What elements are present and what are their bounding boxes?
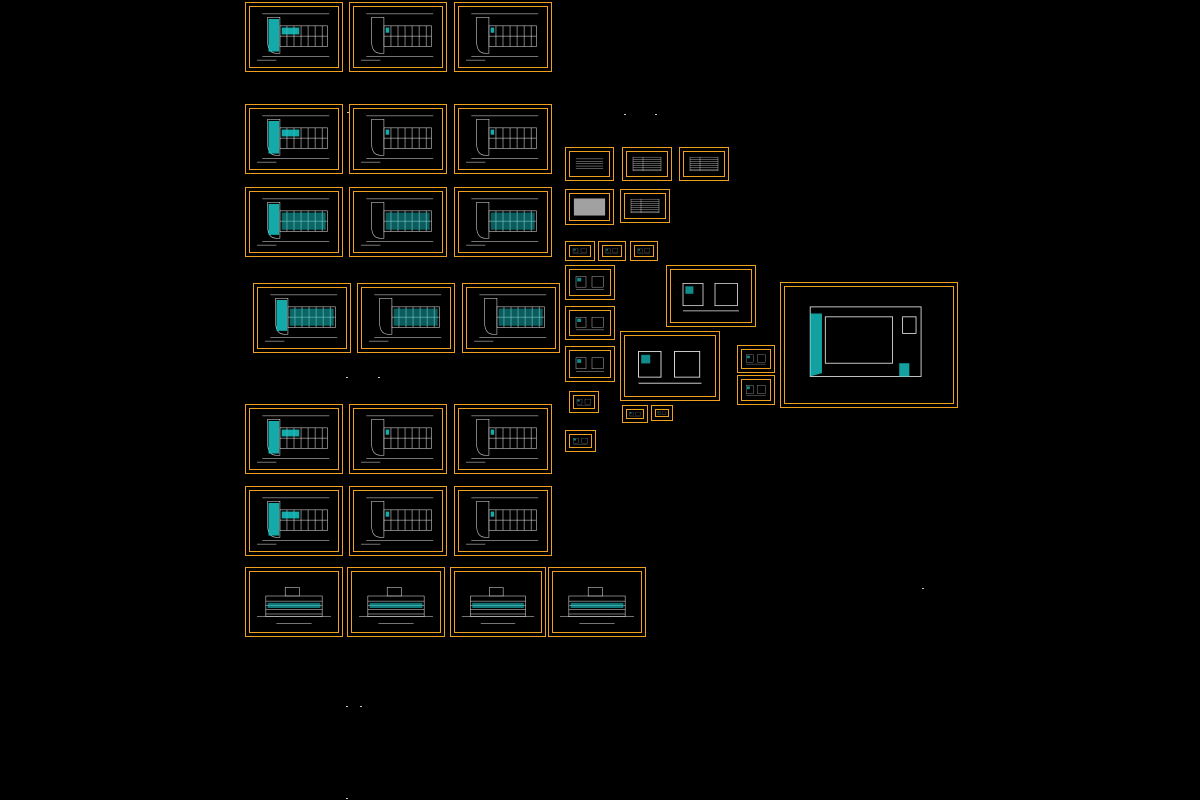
detail-sheet-1[interactable] <box>565 147 614 181</box>
floor-plan-sheet-r1-c1[interactable] <box>245 2 343 72</box>
floor-plan-sheet-r2-c1-drawing <box>257 115 330 163</box>
detail-sheet-14-drawing <box>746 354 766 365</box>
floor-plan-sheet-r2-c2-drawing <box>361 115 434 163</box>
floor-plan-sheet-r6-c3-drawing <box>466 497 539 545</box>
detail-sheet-17[interactable] <box>622 405 648 423</box>
stray-point-1 <box>347 112 349 113</box>
stray-point-5 <box>378 377 380 378</box>
elevation-sheet-1-drawing <box>257 587 331 624</box>
detail-sheet-10-drawing <box>682 283 739 312</box>
floor-plan-sheet-r4-c1-drawing <box>265 294 338 342</box>
detail-sheet-19[interactable] <box>565 430 596 452</box>
detail-sheet-9[interactable] <box>565 265 615 300</box>
floor-plan-sheet-r4-c2-drawing <box>369 294 442 342</box>
floor-plan-sheet-r3-c1-drawing <box>257 198 330 246</box>
floor-plan-sheet-r1-c3-drawing <box>466 13 539 61</box>
floor-plan-sheet-r5-c1-drawing <box>257 415 330 463</box>
detail-sheet-17-drawing <box>629 412 641 417</box>
detail-sheet-13[interactable] <box>565 346 615 382</box>
detail-sheet-10[interactable] <box>666 265 756 327</box>
floor-plan-sheet-r2-c2[interactable] <box>349 104 447 174</box>
detail-sheet-16-drawing <box>576 399 591 406</box>
stray-point-6 <box>346 706 348 707</box>
stray-point-4 <box>346 377 348 378</box>
detail-sheet-18-drawing <box>657 411 667 415</box>
floor-plan-sheet-r6-c2[interactable] <box>349 486 447 556</box>
floor-plan-sheet-r1-c2[interactable] <box>349 2 447 72</box>
floor-plan-sheet-r6-c1-drawing <box>257 497 330 545</box>
floor-plan-sheet-r3-c3[interactable] <box>454 187 552 257</box>
detail-sheet-16[interactable] <box>569 391 599 413</box>
floor-plan-sheet-r6-c1[interactable] <box>245 486 343 556</box>
floor-plan-sheet-r6-c2-drawing <box>361 497 434 545</box>
stray-point-7 <box>360 706 362 707</box>
floor-plan-sheet-r5-c3[interactable] <box>454 404 552 474</box>
floor-plan-sheet-r3-c2-drawing <box>361 198 434 246</box>
detail-sheet-6[interactable] <box>565 241 595 261</box>
detail-sheet-12-drawing <box>638 351 702 384</box>
site-plan-sheet-drawing <box>809 306 922 377</box>
floor-plan-sheet-r2-c3[interactable] <box>454 104 552 174</box>
floor-plan-sheet-r5-c2-drawing <box>361 415 434 463</box>
detail-sheet-2[interactable] <box>622 147 672 181</box>
floor-plan-sheet-r4-c3[interactable] <box>462 283 560 353</box>
detail-sheet-11[interactable] <box>565 306 615 340</box>
floor-plan-sheet-r3-c3-drawing <box>466 198 539 246</box>
elevation-sheet-3[interactable] <box>450 567 546 637</box>
floor-plan-sheet-r1-c3[interactable] <box>454 2 552 72</box>
detail-sheet-19-drawing <box>573 438 588 445</box>
floor-plan-sheet-r5-c1[interactable] <box>245 404 343 474</box>
elevation-sheet-2[interactable] <box>347 567 445 637</box>
elevation-sheet-4[interactable] <box>548 567 646 637</box>
detail-sheet-5-drawing <box>630 198 660 214</box>
elevation-sheet-1[interactable] <box>245 567 343 637</box>
detail-sheet-14[interactable] <box>737 345 775 373</box>
detail-sheet-15[interactable] <box>737 375 775 405</box>
floor-plan-sheet-r4-c1[interactable] <box>253 283 351 353</box>
detail-sheet-8-drawing <box>637 248 651 254</box>
detail-sheet-5[interactable] <box>620 189 670 223</box>
detail-sheet-11-drawing <box>575 317 604 331</box>
floor-plan-sheet-r4-c2[interactable] <box>357 283 455 353</box>
elevation-sheet-3-drawing <box>461 587 535 624</box>
floor-plan-sheet-r2-c1[interactable] <box>245 104 343 174</box>
floor-plan-sheet-r1-c1-drawing <box>257 13 330 61</box>
detail-sheet-4[interactable] <box>565 189 614 225</box>
floor-plan-sheet-r3-c1[interactable] <box>245 187 343 257</box>
stray-point-2 <box>624 114 626 115</box>
stray-point-9 <box>922 588 924 589</box>
floor-plan-sheet-r5-c3-drawing <box>466 415 539 463</box>
detail-sheet-1-drawing <box>575 158 604 169</box>
elevation-sheet-2-drawing <box>359 587 433 624</box>
detail-sheet-12[interactable] <box>620 331 720 401</box>
stray-point-8 <box>346 798 348 799</box>
detail-sheet-9-drawing <box>575 276 604 290</box>
detail-sheet-3-drawing <box>689 156 719 172</box>
detail-sheet-7[interactable] <box>598 241 626 261</box>
detail-sheet-6-drawing <box>572 248 587 254</box>
floor-plan-sheet-r3-c2[interactable] <box>349 187 447 257</box>
detail-sheet-7-drawing <box>605 248 619 254</box>
floor-plan-sheet-r5-c2[interactable] <box>349 404 447 474</box>
floor-plan-sheet-r6-c3[interactable] <box>454 486 552 556</box>
floor-plan-sheet-r2-c3-drawing <box>466 115 539 163</box>
detail-sheet-8[interactable] <box>630 241 658 261</box>
detail-sheet-2-drawing <box>632 156 662 172</box>
site-plan-sheet[interactable] <box>780 282 958 408</box>
elevation-sheet-4-drawing <box>560 587 634 624</box>
detail-sheet-13-drawing <box>575 357 604 372</box>
floor-plan-sheet-r1-c2-drawing <box>361 13 434 61</box>
floor-plan-sheet-r4-c3-drawing <box>474 294 547 342</box>
detail-sheet-15-drawing <box>746 385 766 396</box>
detail-sheet-4-drawing <box>573 198 606 216</box>
stray-point-3 <box>655 114 657 115</box>
detail-sheet-18[interactable] <box>651 405 673 421</box>
detail-sheet-3[interactable] <box>679 147 729 181</box>
